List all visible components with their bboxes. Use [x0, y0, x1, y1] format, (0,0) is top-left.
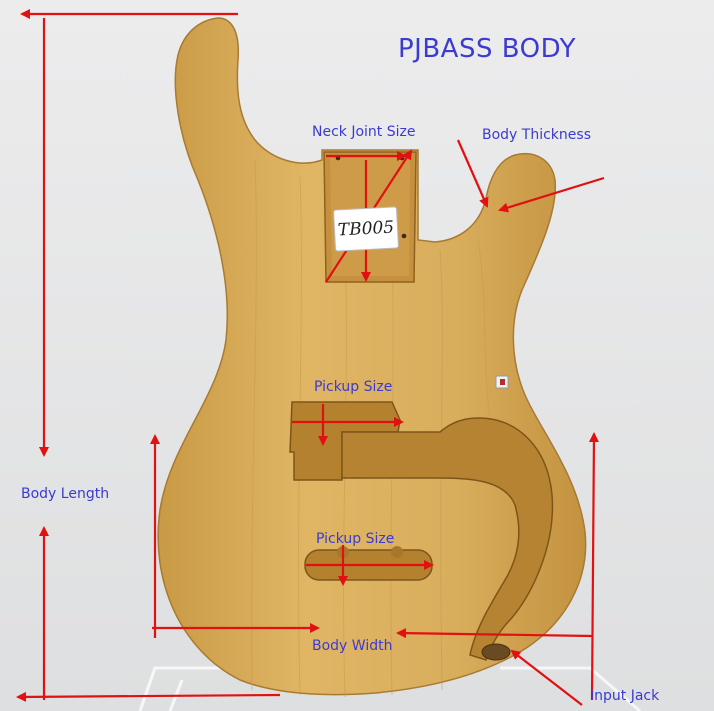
arrow-body-width-left [396, 628, 593, 639]
label-pickup-size-bottom: Pickup Size [316, 531, 395, 547]
label-body-width: Body Width [312, 638, 393, 654]
input-jack-hole [481, 643, 511, 661]
label-neck-joint-size: Neck Joint Size [312, 124, 416, 140]
arrow-right-vertical [588, 432, 599, 701]
arrow-thickness-right [498, 176, 605, 213]
guitar-body [157, 17, 587, 696]
serial-sticker: TB005 [332, 206, 400, 252]
control-cavity [341, 417, 554, 661]
image-title: PJBASS BODY [398, 34, 577, 64]
j-pickup-ear-right [391, 546, 403, 558]
arrow-thickness-left [456, 139, 489, 208]
small-sticker-mark [500, 379, 505, 385]
label-body-thickness: Body Thickness [482, 127, 591, 143]
arrow-bottom-left [16, 691, 281, 702]
label-body-length: Body Length [21, 486, 110, 502]
arrow-input-jack [510, 649, 583, 706]
label-pickup-size-top: Pickup Size [314, 379, 393, 395]
label-input-jack: Input Jack [590, 688, 660, 704]
